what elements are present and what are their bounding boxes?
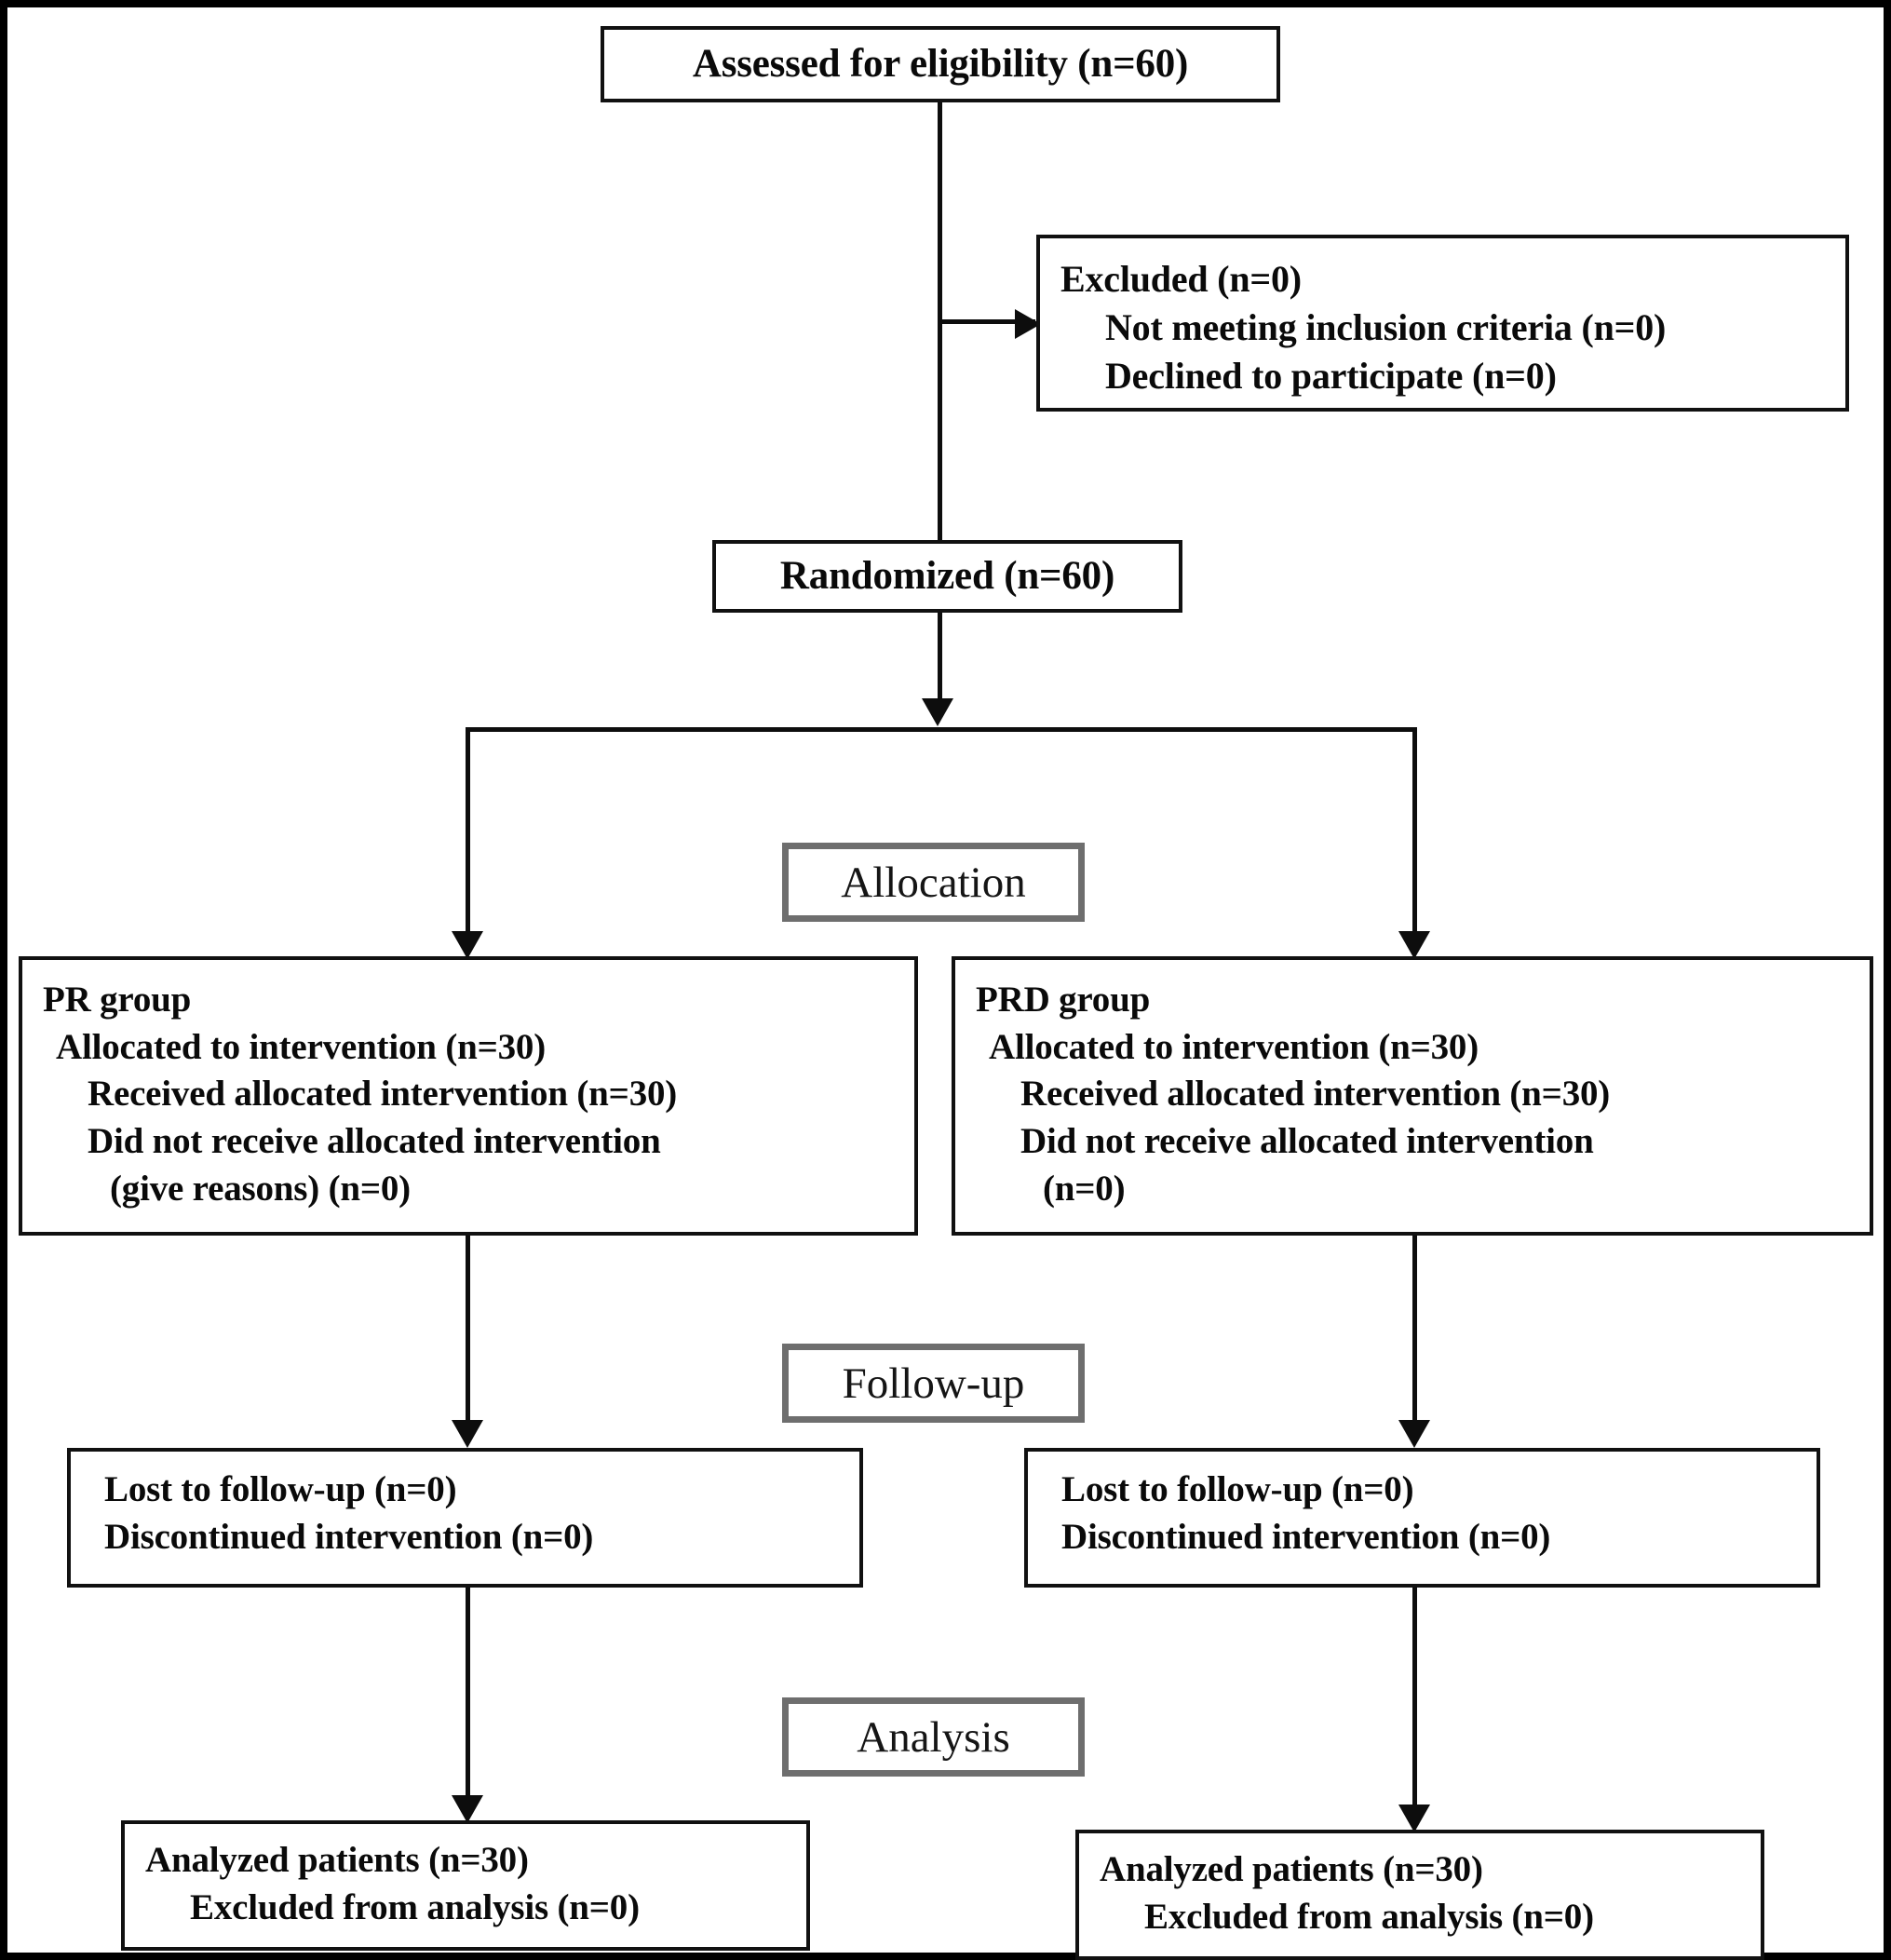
pr-group-name: PR group <box>43 980 192 1020</box>
prd-lost-to-followup-line: Lost to follow-up (n=0) <box>1061 1469 1414 1509</box>
assessed-for-eligibility-text: Assessed for eligibility (n=60) <box>692 42 1189 87</box>
excluded-reason-declined: Declined to participate (n=0) <box>1105 355 1557 397</box>
stage-label-allocation-text: Allocation <box>841 858 1026 907</box>
arrow-head-prd-group <box>1398 931 1430 959</box>
pr-received-line: Received allocated intervention (n=30) <box>88 1074 678 1115</box>
pr-lost-to-followup-line: Lost to follow-up (n=0) <box>104 1469 457 1509</box>
excluded-reason-not-meeting: Not meeting inclusion criteria (n=0) <box>1105 306 1667 348</box>
prd-followup-box: Lost to follow-up (n=0) Discontinued int… <box>1024 1448 1820 1588</box>
pr-analyzed-line: Analyzed patients (n=30) <box>145 1840 529 1880</box>
pr-analysis-box: Analyzed patients (n=30) Excluded from a… <box>121 1820 810 1951</box>
connector-pr-alloc-to-followup <box>466 1236 470 1431</box>
prd-group-name: PRD group <box>976 980 1151 1020</box>
assessed-for-eligibility-box: Assessed for eligibility (n=60) <box>601 26 1280 102</box>
pr-group-allocation-box: PR group Allocated to intervention (n=30… <box>19 956 918 1236</box>
connector-prd-alloc-to-followup <box>1412 1236 1417 1431</box>
pr-not-received-reasons-line: (give reasons) (n=0) <box>110 1168 411 1209</box>
randomized-box: Randomized (n=60) <box>712 540 1182 613</box>
stage-label-allocation: Allocation <box>782 843 1085 922</box>
randomized-text: Randomized (n=60) <box>779 554 1115 599</box>
stage-label-followup: Follow-up <box>782 1344 1085 1423</box>
prd-received-line: Received allocated intervention (n=30) <box>1020 1074 1611 1115</box>
arrow-head-pr-followup <box>452 1420 483 1448</box>
connector-to-excluded <box>938 319 1035 324</box>
pr-followup-box: Lost to follow-up (n=0) Discontinued int… <box>67 1448 863 1588</box>
arrow-head-pr-group <box>452 931 483 959</box>
stage-label-analysis-text: Analysis <box>857 1712 1010 1762</box>
prd-not-received-line: Did not receive allocated intervention <box>1020 1121 1594 1162</box>
prd-group-allocation-box: PRD group Allocated to intervention (n=3… <box>952 956 1873 1236</box>
prd-excluded-from-analysis-line: Excluded from analysis (n=0) <box>1144 1896 1594 1937</box>
excluded-box: Excluded (n=0) Not meeting inclusion cri… <box>1036 235 1849 412</box>
prd-allocated-line: Allocated to intervention (n=30) <box>989 1026 1479 1067</box>
excluded-heading: Excluded (n=0) <box>1060 258 1302 300</box>
stage-label-analysis: Analysis <box>782 1697 1085 1777</box>
arrow-head-prd-analysis <box>1398 1805 1430 1832</box>
prd-analysis-box: Analyzed patients (n=30) Excluded from a… <box>1075 1830 1764 1960</box>
arrow-head-pr-analysis <box>452 1795 483 1823</box>
connector-prd-followup-to-analysis <box>1412 1588 1417 1816</box>
arrow-head-randomized-down <box>922 698 953 726</box>
pr-allocated-line: Allocated to intervention (n=30) <box>56 1026 547 1067</box>
stage-label-followup-text: Follow-up <box>842 1358 1025 1408</box>
connector-split-to-prd-group <box>1412 727 1417 941</box>
pr-discontinued-line: Discontinued intervention (n=0) <box>104 1516 594 1557</box>
prd-discontinued-line: Discontinued intervention (n=0) <box>1061 1516 1551 1557</box>
connector-pr-followup-to-analysis <box>466 1588 470 1806</box>
prd-analyzed-line: Analyzed patients (n=30) <box>1100 1849 1483 1889</box>
connector-randomized-down <box>938 613 942 706</box>
pr-excluded-from-analysis-line: Excluded from analysis (n=0) <box>190 1886 640 1927</box>
pr-not-received-line: Did not receive allocated intervention <box>88 1121 661 1162</box>
prd-not-received-reasons-line: (n=0) <box>1043 1168 1126 1209</box>
split-bar-allocation <box>466 727 1417 732</box>
connector-split-to-pr-group <box>466 727 470 941</box>
arrow-head-prd-followup <box>1398 1420 1430 1448</box>
